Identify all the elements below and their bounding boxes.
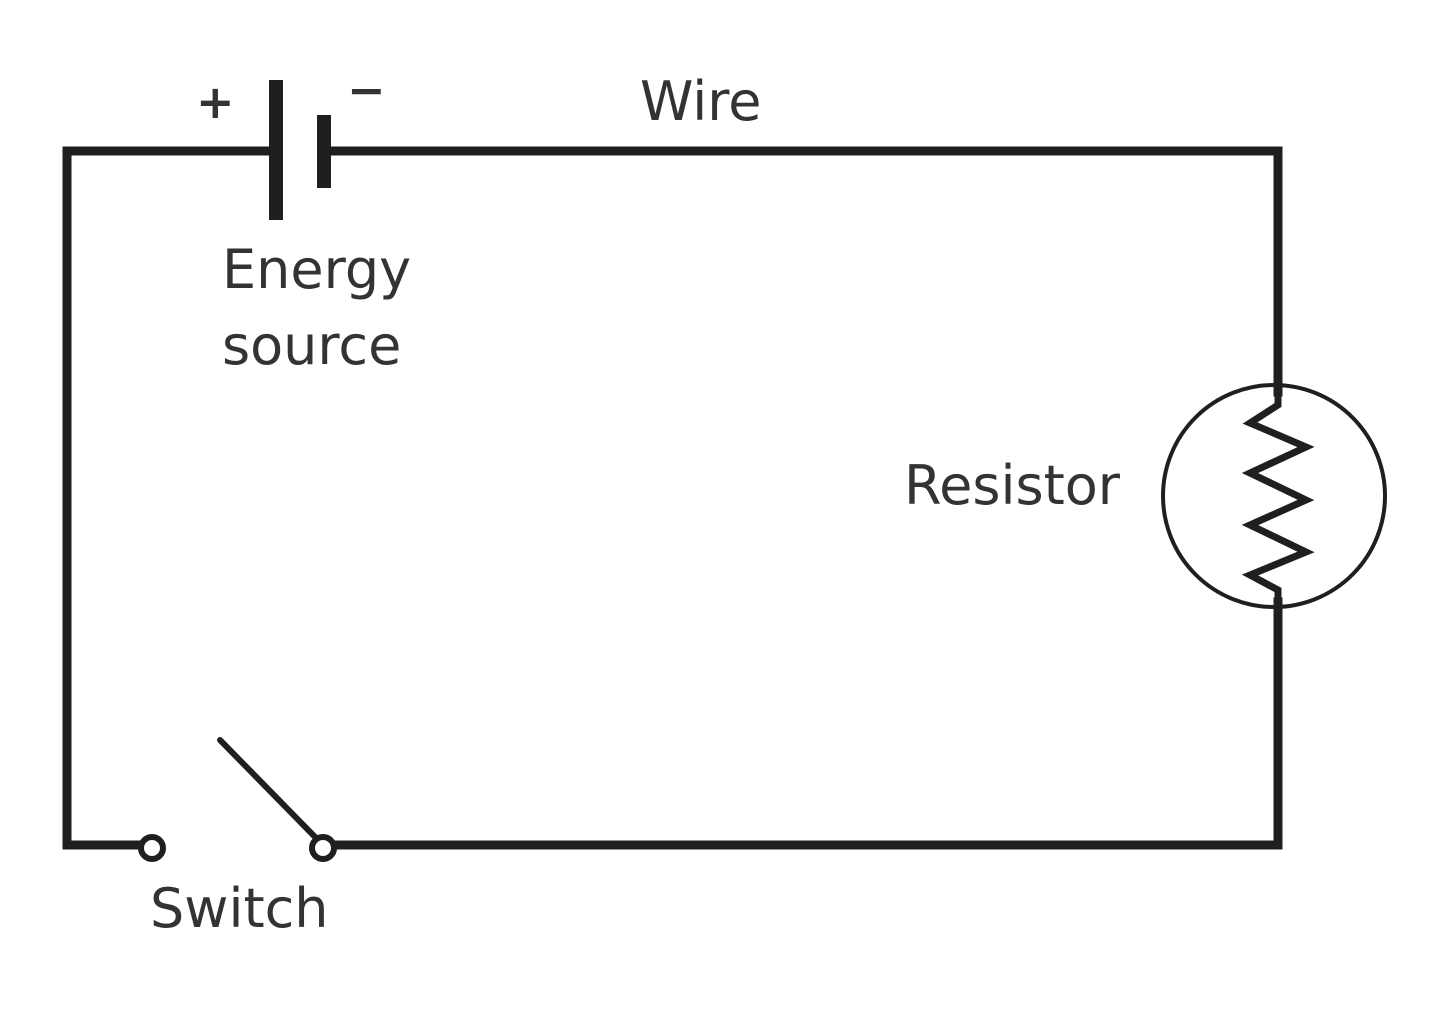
resistor-symbol (1161, 383, 1387, 609)
switch-lever (217, 737, 321, 843)
battery-symbol (269, 80, 331, 220)
wire-bottom-right (330, 597, 1283, 850)
wire-top-right (321, 146, 1283, 397)
negative-sign: − (347, 63, 386, 117)
switch-left-terminal (138, 834, 166, 862)
wire-top-left (62, 146, 281, 850)
energy-source-label-line1: Energy (222, 238, 411, 301)
resistor-zigzag (1241, 390, 1315, 606)
positive-sign: + (196, 75, 235, 129)
switch-right-terminal (309, 834, 337, 862)
resistor-circle (1161, 383, 1387, 609)
wire-label: Wire (640, 70, 761, 133)
circuit-wires (62, 146, 1283, 850)
switch-label: Switch (150, 877, 329, 940)
switch-symbol (138, 737, 337, 862)
energy-source-label-line2: source (222, 314, 401, 377)
resistor-label: Resistor (904, 454, 1121, 517)
